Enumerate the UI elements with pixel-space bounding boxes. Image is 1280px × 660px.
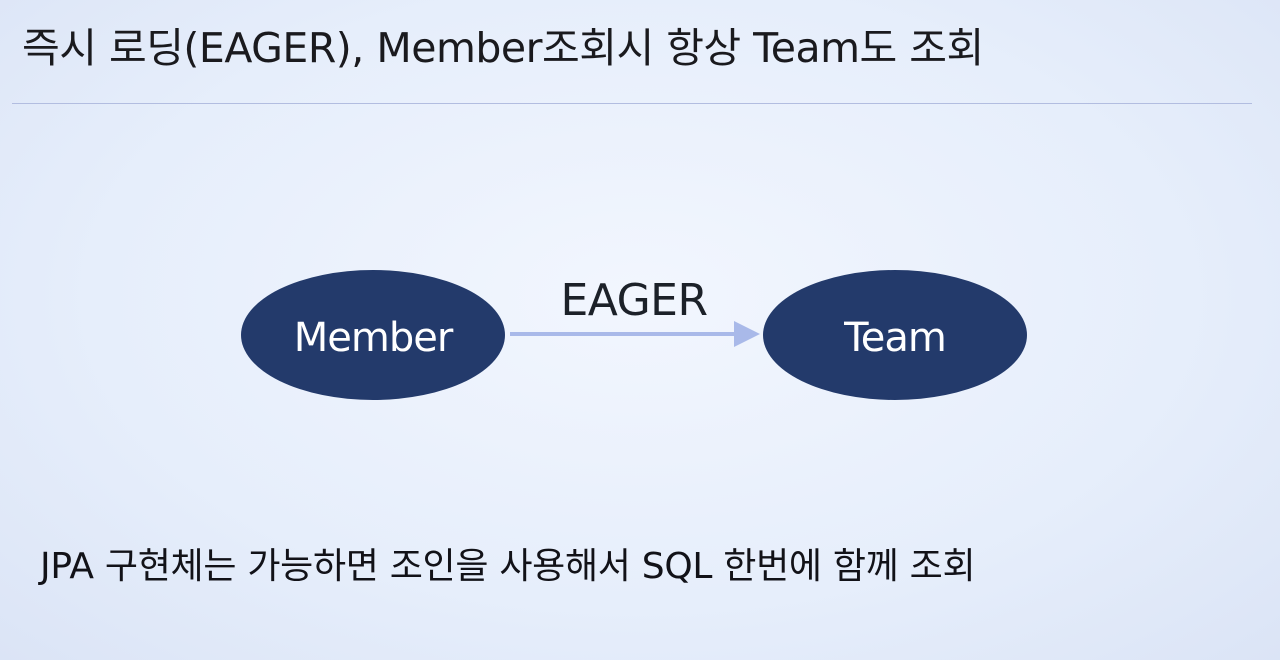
- slide-footnote: JPA 구현체는 가능하면 조인을 사용해서 SQL 한번에 함께 조회: [40, 546, 976, 587]
- member-node-shape: [241, 270, 505, 400]
- team-node-shape: [763, 270, 1027, 400]
- eager-edge-label: EAGER: [560, 275, 707, 326]
- member-node-label: Member: [294, 315, 454, 361]
- member-node: Member: [241, 270, 505, 400]
- slide-title: 즉시 로딩(EAGER), Member조회시 항상 Team도 조회: [22, 24, 984, 72]
- eager-arrow-head: [734, 321, 760, 347]
- team-node-label: Team: [843, 315, 946, 361]
- eager-edge: EAGER: [510, 275, 760, 347]
- team-node: Team: [763, 270, 1027, 400]
- title-divider: [12, 103, 1252, 104]
